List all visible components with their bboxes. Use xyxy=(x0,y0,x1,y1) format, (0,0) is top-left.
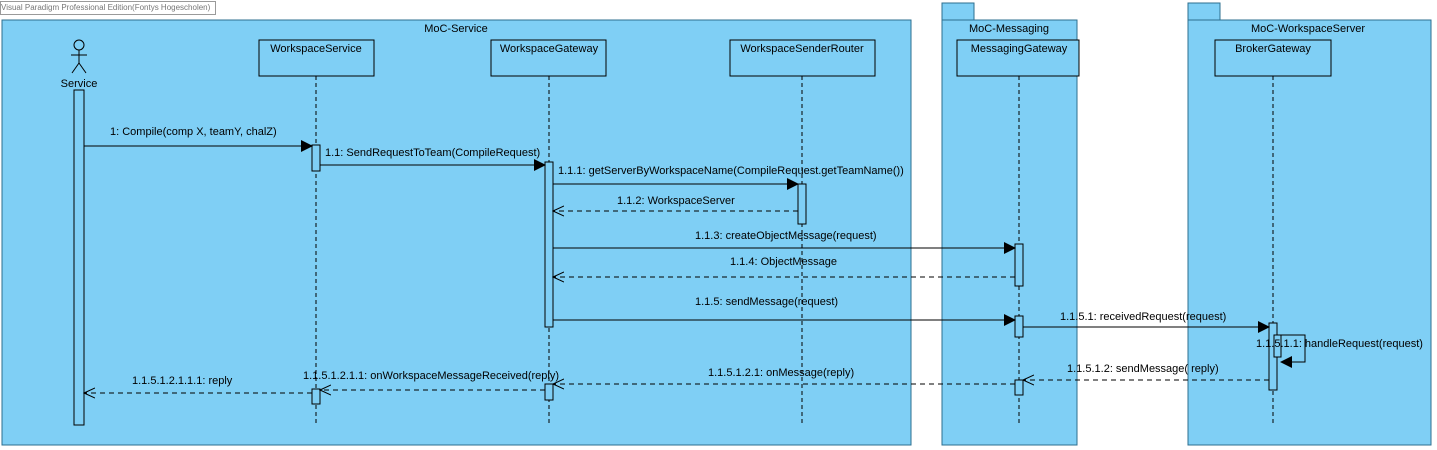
lifeline-workspace-service: WorkspaceService xyxy=(258,39,375,426)
svg-text:1.1.5.1.2: sendMessage( reply): 1.1.5.1.2: sendMessage( reply) xyxy=(1067,363,1219,375)
message-1-1-5-1-2-send-message-reply: 1.1.5.1.2: sendMessage( reply) xyxy=(1023,363,1269,380)
message-1-1-5-1-1-handle-request: 1.1.5.1.1: handleRequest(request) xyxy=(1256,334,1423,368)
activation-bar xyxy=(1014,243,1024,287)
lifeline-label: WorkspaceGateway xyxy=(500,43,599,55)
frame-moc-messaging: MoC-Messaging xyxy=(941,2,1078,446)
frame-moc-service: MoC-Service xyxy=(1,19,912,446)
svg-text:1.1.1: getServerByWorkspaceNam: 1.1.1: getServerByWorkspaceName(CompileR… xyxy=(558,165,904,177)
activation-bar xyxy=(73,89,85,426)
lifeline-messaging-gateway: MessagingGateway xyxy=(956,39,1080,426)
message-1-1-5-1-2-1-on-message: 1.1.5.1.2.1: onMessage(reply) xyxy=(553,367,1015,384)
svg-text:1.1.5: sendMessage(request): 1.1.5: sendMessage(request) xyxy=(695,296,838,308)
svg-text:1.1.3: createObjectMessage(req: 1.1.3: createObjectMessage(request) xyxy=(695,230,877,242)
activation-bar xyxy=(1014,315,1024,338)
message-1-1-2-workspace-server: 1.1.2: WorkspaceServer xyxy=(553,195,798,211)
activation-bar xyxy=(544,383,554,401)
lifeline-workspace-sender-router: WorkspaceSenderRouter xyxy=(729,39,876,426)
frame-title: MoC-Service xyxy=(424,23,488,35)
svg-text:1.1.5.1.2.1.1: onWorkspaceMess: 1.1.5.1.2.1.1: onWorkspaceMessageReceive… xyxy=(303,370,559,382)
lifeline-broker-gateway: BrokerGateway xyxy=(1214,39,1332,426)
message-1-1-4-object-message: 1.1.4: ObjectMessage xyxy=(553,256,1015,277)
svg-text:1.1.5.1.1: handleRequest(reque: 1.1.5.1.1: handleRequest(request) xyxy=(1256,338,1423,350)
activation-bar xyxy=(311,388,321,405)
message-1-1-send-request-to-team: 1.1: SendRequestToTeam(CompileRequest) xyxy=(320,147,546,171)
lifeline-workspace-gateway: WorkspaceGateway xyxy=(490,39,607,426)
frame-moc-workspace-server: MoC-WorkspaceServer xyxy=(1187,2,1432,446)
activation-bar xyxy=(1014,379,1024,396)
lifeline-label: MessagingGateway xyxy=(971,43,1068,55)
message-1-1-3-create-object-message: 1.1.3: createObjectMessage(request) xyxy=(553,230,1016,254)
lifeline-label: WorkspaceService xyxy=(270,43,362,55)
message-1-1-5-1-2-1-1-1-reply: 1.1.5.1.2.1.1.1: reply xyxy=(84,375,312,393)
svg-text:1.1.2: WorkspaceServer: 1.1.2: WorkspaceServer xyxy=(617,195,735,207)
message-1-compile: 1: Compile(comp X, teamY, chalZ) xyxy=(84,126,313,152)
message-1-1-5-send-message: 1.1.5: sendMessage(request) xyxy=(553,296,1016,326)
stick-figure-icon xyxy=(71,39,87,74)
frame-title: MoC-Messaging xyxy=(969,23,1049,35)
frame-title: MoC-WorkspaceServer xyxy=(1251,23,1365,35)
activation-bar xyxy=(311,144,321,172)
svg-text:1: Compile(comp X, teamY, chal: 1: Compile(comp X, teamY, chalZ) xyxy=(110,126,277,138)
lifeline-label: WorkspaceSenderRouter xyxy=(740,43,864,55)
message-1-1-5-1-2-1-1-on-workspace-message-received: 1.1.5.1.2.1.1: onWorkspaceMessageReceive… xyxy=(303,370,559,390)
svg-text:1.1: SendRequestToTeam(Compile: 1.1: SendRequestToTeam(CompileRequest) xyxy=(325,147,540,159)
lifeline-label: BrokerGateway xyxy=(1235,43,1311,55)
activation-bar xyxy=(797,183,807,225)
svg-text:1.1.5.1.2.1: onMessage(reply): 1.1.5.1.2.1: onMessage(reply) xyxy=(708,367,854,379)
watermark: Visual Paradigm Professional Edition(Fon… xyxy=(0,1,216,15)
message-1-1-5-1-received-request: 1.1.5.1: receivedRequest(request) xyxy=(1023,311,1270,333)
activation-bar xyxy=(544,161,554,328)
svg-text:1.1.5.1.2.1.1.1: reply: 1.1.5.1.2.1.1.1: reply xyxy=(132,375,233,387)
svg-text:1.1.5.1: receivedRequest(reque: 1.1.5.1: receivedRequest(request) xyxy=(1060,311,1226,323)
message-1-1-1-get-server: 1.1.1: getServerByWorkspaceName(CompileR… xyxy=(553,165,904,190)
actor-label: Service xyxy=(61,78,98,90)
svg-text:1.1.4: ObjectMessage: 1.1.4: ObjectMessage xyxy=(730,256,837,268)
actor-service: Service xyxy=(61,39,98,426)
